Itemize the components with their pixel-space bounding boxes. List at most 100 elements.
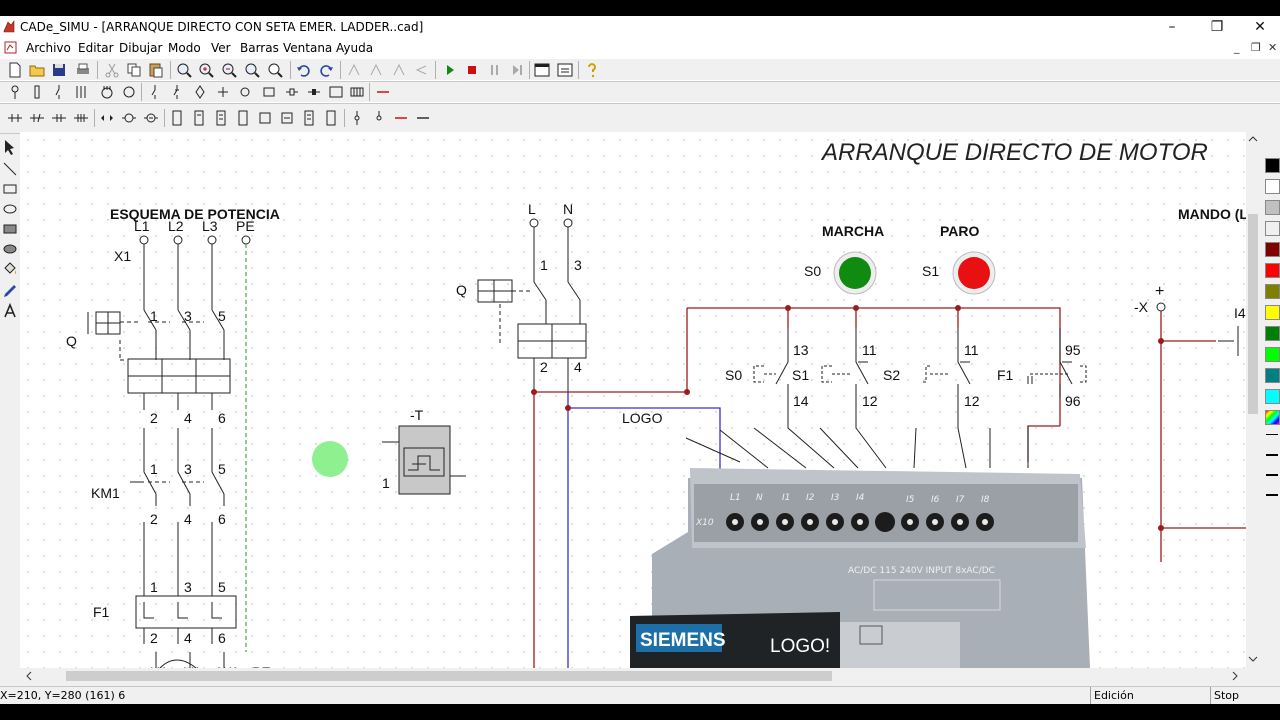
button-icon[interactable] (236, 83, 254, 101)
color-swatch-maroon[interactable] (1265, 242, 1280, 257)
align-icon[interactable] (345, 61, 363, 79)
align-2-icon[interactable] (367, 61, 385, 79)
drawing-canvas[interactable]: ESQUEMA DE POTENCIA X1 L1 L2 L3 PE 1 3 5… (20, 132, 1246, 668)
redo-icon[interactable] (317, 61, 335, 79)
play-icon[interactable] (441, 61, 459, 79)
pause-icon[interactable] (486, 61, 504, 79)
menu-modo[interactable]: Modo (168, 41, 201, 55)
connector-bar-icon[interactable] (348, 83, 366, 101)
plc-logo-device[interactable]: X10 L1 N I1 I2 I3 I4 I5 I6 I7 I8 AC/DC 1… (630, 468, 1090, 668)
mdi-close-button[interactable]: ✕ (1268, 41, 1278, 54)
terminal-pin-icon[interactable] (348, 109, 366, 127)
print-icon[interactable] (74, 61, 92, 79)
marcha-lamp[interactable] (833, 251, 877, 295)
line-thick-option[interactable] (1266, 474, 1278, 476)
copy-icon[interactable] (125, 61, 143, 79)
contact-no-icon[interactable] (146, 83, 164, 101)
filled-rect-tool-icon[interactable] (1, 220, 19, 238)
maximize-button[interactable]: ❐ (1210, 19, 1224, 35)
step-icon[interactable] (508, 61, 526, 79)
align-3-icon[interactable] (390, 61, 408, 79)
menu-ventana[interactable]: Ventana (283, 41, 333, 55)
menu-barras[interactable]: Barras (240, 41, 279, 55)
pen-tool-icon[interactable] (1, 282, 19, 300)
paste-icon[interactable] (147, 61, 165, 79)
pointer-icon[interactable] (1, 138, 19, 156)
menu-dibujar[interactable]: Dibujar (119, 41, 163, 55)
undo-icon[interactable] (295, 61, 313, 79)
block-6-icon[interactable] (278, 109, 296, 127)
line-medium-option[interactable] (1266, 454, 1278, 456)
zoom-window-icon[interactable] (175, 61, 193, 79)
properties-icon[interactable] (556, 61, 574, 79)
mdi-restore-button[interactable]: ❐ (1251, 41, 1261, 54)
color-swatch-custom[interactable] (1265, 410, 1280, 425)
align-4-icon[interactable] (412, 61, 430, 79)
diode-icon[interactable] (191, 83, 209, 101)
relay-icon[interactable] (72, 83, 90, 101)
block-7-icon[interactable] (300, 109, 318, 127)
fill-bucket-icon[interactable] (1, 260, 19, 278)
save-icon[interactable] (50, 61, 68, 79)
contact-group-2-icon[interactable] (28, 109, 46, 127)
wire-red-2-icon[interactable] (392, 109, 410, 127)
menu-ver[interactable]: Ver (211, 41, 231, 55)
color-swatch-red[interactable] (1265, 263, 1280, 278)
color-swatch-lime[interactable] (1265, 347, 1280, 362)
zoom-previous-icon[interactable] (266, 61, 284, 79)
connector-icon[interactable] (6, 83, 24, 101)
minimize-button[interactable]: – (1168, 19, 1176, 35)
lamp-icon[interactable] (214, 83, 232, 101)
close-button[interactable]: ✕ (1254, 19, 1266, 35)
filled-ellipse-tool-icon[interactable] (1, 240, 19, 258)
color-swatch-cyan[interactable] (1265, 389, 1280, 404)
color-swatch-white[interactable] (1265, 179, 1280, 194)
paro-lamp[interactable] (952, 251, 996, 295)
color-swatch-light[interactable] (1265, 221, 1280, 236)
color-swatch-olive[interactable] (1265, 284, 1280, 299)
zoom-in-icon[interactable] (197, 61, 215, 79)
contact-group-3-icon[interactable] (50, 109, 68, 127)
line-thin-option[interactable] (1266, 434, 1278, 435)
color-swatch-yellow[interactable] (1265, 305, 1280, 320)
scroll-left-icon[interactable] (22, 668, 36, 684)
line-tool-icon[interactable] (1, 160, 19, 178)
zoom-all-icon[interactable] (243, 61, 261, 79)
arrows-icon[interactable] (98, 109, 116, 127)
block-5-icon[interactable] (256, 109, 274, 127)
vertical-scrollbar[interactable] (1246, 132, 1260, 668)
color-swatch-teal[interactable] (1265, 368, 1280, 383)
scroll-down-icon[interactable] (1246, 652, 1260, 666)
zoom-out-icon[interactable] (220, 61, 238, 79)
menu-archivo[interactable]: Archivo (26, 41, 71, 55)
scroll-up-icon[interactable] (1246, 132, 1260, 146)
block-3-icon[interactable] (212, 109, 230, 127)
contact-group-4-icon[interactable] (72, 109, 90, 127)
open-folder-icon[interactable] (28, 61, 46, 79)
switch-icon[interactable] (50, 83, 68, 101)
block-8-icon[interactable] (322, 109, 340, 127)
motor-icon[interactable] (98, 83, 116, 101)
terminal-pin-2-icon[interactable] (370, 109, 388, 127)
new-file-icon[interactable] (6, 61, 24, 79)
plc-block-icon[interactable] (327, 83, 345, 101)
fuse-icon[interactable] (28, 83, 46, 101)
rectangle-tool-icon[interactable] (1, 180, 19, 198)
block-1-icon[interactable] (168, 109, 186, 127)
contact-nc-icon[interactable] (168, 83, 186, 101)
wire-red-icon[interactable] (374, 83, 392, 101)
color-swatch-silver[interactable] (1265, 200, 1280, 215)
color-swatch-green[interactable] (1265, 326, 1280, 341)
wire-black-icon[interactable] (414, 109, 432, 127)
block-2-icon[interactable] (190, 109, 208, 127)
color-swatch-black[interactable] (1265, 158, 1280, 173)
coil-set-icon[interactable] (142, 109, 160, 127)
coil-circle-icon[interactable] (120, 109, 138, 127)
timer-icon[interactable] (283, 83, 301, 101)
ellipse-tool-icon[interactable] (1, 200, 19, 218)
cut-icon[interactable] (103, 61, 121, 79)
menu-editar[interactable]: Editar (78, 41, 114, 55)
vertical-scroll-thumb[interactable] (1248, 214, 1258, 414)
text-tool-icon[interactable] (1, 302, 19, 320)
scroll-right-icon[interactable] (1228, 668, 1242, 684)
